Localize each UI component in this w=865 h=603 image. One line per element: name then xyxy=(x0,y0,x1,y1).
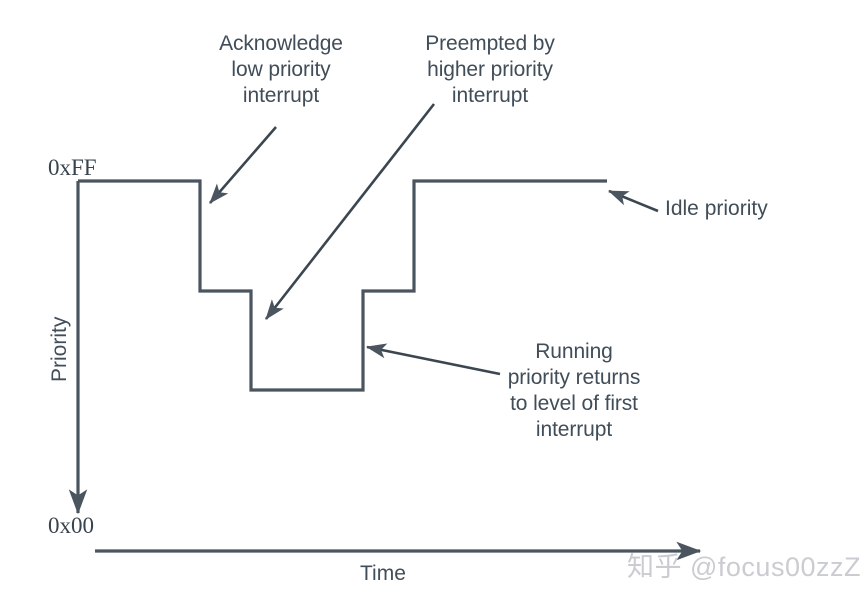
y-axis-title: Priority xyxy=(48,316,71,382)
y-axis-top-label: 0xFF xyxy=(48,155,97,180)
annotation-acknowledge: Acknowledge low priority interrupt xyxy=(219,32,343,107)
idle-priority-arrow xyxy=(608,189,659,213)
preempted-arrow xyxy=(264,103,436,320)
y-axis-bottom-label: 0x00 xyxy=(48,513,94,538)
annotation-running-priority: Running priority returns to level of fir… xyxy=(507,340,641,441)
priority-step-waveform xyxy=(78,179,607,392)
acknowledge-arrow xyxy=(209,126,277,204)
annotation-preempted: Preempted by higher priority interrupt xyxy=(425,32,555,107)
watermark: 知乎 @focus00zzZ xyxy=(627,552,861,582)
running-priority-arrow xyxy=(365,343,501,376)
x-axis-title: Time xyxy=(360,562,406,585)
annotation-idle-priority: Idle priority xyxy=(665,197,768,220)
